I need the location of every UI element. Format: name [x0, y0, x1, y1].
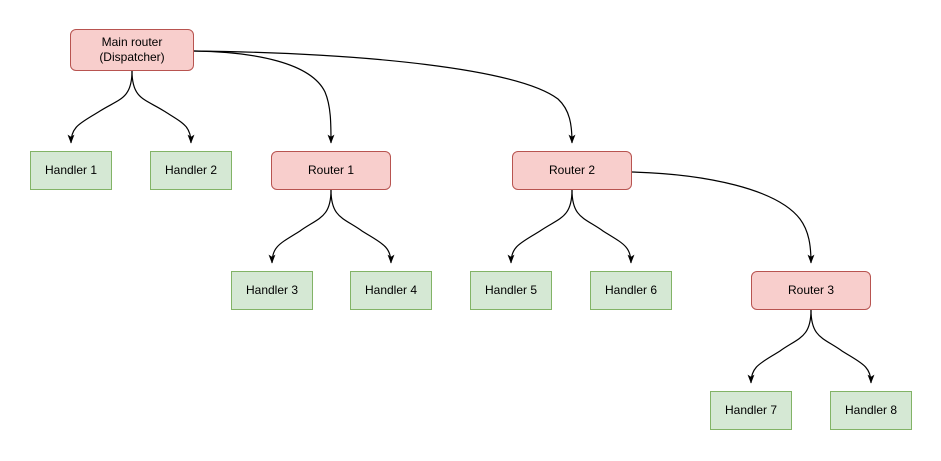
edge-router-2-to-handler-6 — [571, 189, 635, 264]
node-main-router[interactable]: Main router (Dispatcher) — [70, 29, 194, 71]
node-handler-5-label: Handler 5 — [484, 283, 538, 297]
edge-router-3-to-handler-7 — [747, 309, 812, 384]
node-handler-8-label: Handler 8 — [844, 403, 898, 417]
edge-main-to-router-2 — [193, 50, 576, 144]
edge-router-2-to-router-3 — [631, 171, 815, 264]
node-handler-1-label: Handler 1 — [44, 163, 98, 177]
node-handler-6-label: Handler 6 — [604, 283, 658, 297]
node-handler-4-label: Handler 4 — [364, 283, 418, 297]
edge-router-1-to-handler-4 — [330, 189, 395, 264]
node-handler-8[interactable]: Handler 8 — [830, 391, 912, 430]
node-main-router-label: Main router (Dispatcher) — [99, 35, 165, 64]
node-router-3-label: Router 3 — [787, 283, 835, 297]
edge-main-to-handler-2 — [131, 70, 195, 144]
edge-main-to-handler-1 — [67, 70, 133, 144]
node-handler-7-label: Handler 7 — [724, 403, 778, 417]
node-router-2-label: Router 2 — [548, 163, 596, 177]
node-handler-6[interactable]: Handler 6 — [590, 271, 672, 310]
edge-router-1-to-handler-3 — [268, 189, 332, 264]
node-router-1[interactable]: Router 1 — [271, 151, 391, 190]
node-handler-2-label: Handler 2 — [164, 163, 218, 177]
node-handler-1[interactable]: Handler 1 — [30, 151, 112, 190]
edge-router-3-to-handler-8 — [810, 309, 875, 384]
node-router-2[interactable]: Router 2 — [512, 151, 632, 190]
node-handler-5[interactable]: Handler 5 — [470, 271, 552, 310]
node-handler-4[interactable]: Handler 4 — [350, 271, 432, 310]
node-handler-3[interactable]: Handler 3 — [231, 271, 313, 310]
node-router-1-label: Router 1 — [307, 163, 355, 177]
node-handler-3-label: Handler 3 — [245, 283, 299, 297]
node-router-3[interactable]: Router 3 — [751, 271, 871, 310]
edge-router-2-to-handler-5 — [507, 189, 573, 264]
edge-main-to-router-1 — [193, 50, 335, 144]
node-handler-2[interactable]: Handler 2 — [150, 151, 232, 190]
node-handler-7[interactable]: Handler 7 — [710, 391, 792, 430]
